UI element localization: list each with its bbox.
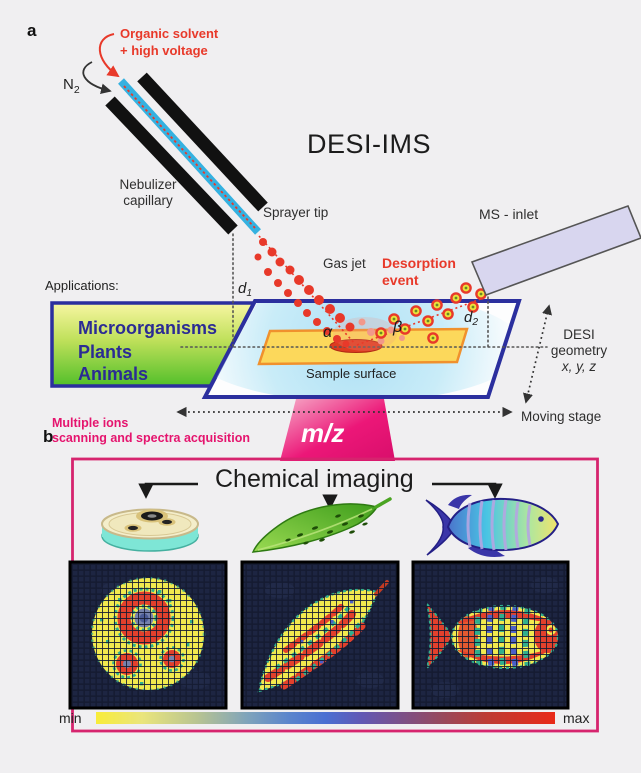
alpha-angle-label: α xyxy=(323,324,333,341)
solvent-arrow xyxy=(98,33,120,78)
n2-arrow xyxy=(82,61,112,95)
nebulizer-label-line2: capillary xyxy=(123,193,173,208)
n2-label: N2 xyxy=(63,76,80,96)
nebulizer-label-line1: Nebulizer xyxy=(119,177,177,192)
petri-dish-icon xyxy=(101,508,199,552)
figure-title: DESI-IMS xyxy=(307,129,432,159)
desi-geometry-label-line3: x, y, z xyxy=(561,359,597,374)
colorbar xyxy=(96,712,555,724)
leaf-icon xyxy=(251,497,392,553)
d1-distance-label: d1 xyxy=(238,280,253,300)
chemical-imaging-title: Chemical imaging xyxy=(215,465,414,493)
application-item-plants: Plants xyxy=(78,342,133,362)
panel-b-tag: b xyxy=(43,427,54,446)
organic-solvent-label-line1: Organic solvent xyxy=(120,26,219,41)
ion-image-petri xyxy=(68,560,228,710)
application-item-microorganisms: Microorganisms xyxy=(78,318,218,338)
application-item-animals: Animals xyxy=(78,364,149,384)
desorption-label-line2: event xyxy=(382,272,419,288)
moving-stage-label: Moving stage xyxy=(521,409,602,424)
panel-a-tag: a xyxy=(27,21,37,40)
chemical-imaging-arrows xyxy=(138,482,503,510)
multiple-ions-caption-line2: scanning and spectra acquisition xyxy=(52,431,250,445)
gas-jet-label: Gas jet xyxy=(323,256,366,271)
multiple-ions-caption-line1: Multiple ions xyxy=(52,416,129,430)
gas-jet-spray xyxy=(254,235,487,351)
sprayer-tip-label: Sprayer tip xyxy=(263,205,329,220)
ion-image-fish xyxy=(411,560,570,710)
desi-geometry-arrow xyxy=(523,304,552,404)
ms-inlet-label: MS - inlet xyxy=(479,206,539,222)
colorbar-max-label: max xyxy=(563,710,590,726)
d2-distance-label: d2 xyxy=(464,309,479,329)
ms-inlet-capillary xyxy=(470,204,641,297)
organic-solvent-label-line2: + high voltage xyxy=(120,43,208,58)
desi-geometry-label-line1: DESI xyxy=(563,327,595,342)
ion-image-leaf xyxy=(240,560,400,710)
desorption-label-line1: Desorption xyxy=(382,255,456,271)
mz-label: m/z xyxy=(301,418,345,448)
sample-surface-label: Sample surface xyxy=(306,366,397,381)
geometry-guides xyxy=(180,233,548,348)
desi-geometry-label-line2: geometry xyxy=(550,343,608,358)
nebulizer-capillary xyxy=(105,72,268,235)
applications-heading: Applications: xyxy=(45,278,119,293)
colorbar-min-label: min xyxy=(59,710,82,726)
desorbed-ions xyxy=(375,282,487,344)
beta-angle-label: β xyxy=(393,319,403,336)
fish-icon xyxy=(425,494,560,557)
